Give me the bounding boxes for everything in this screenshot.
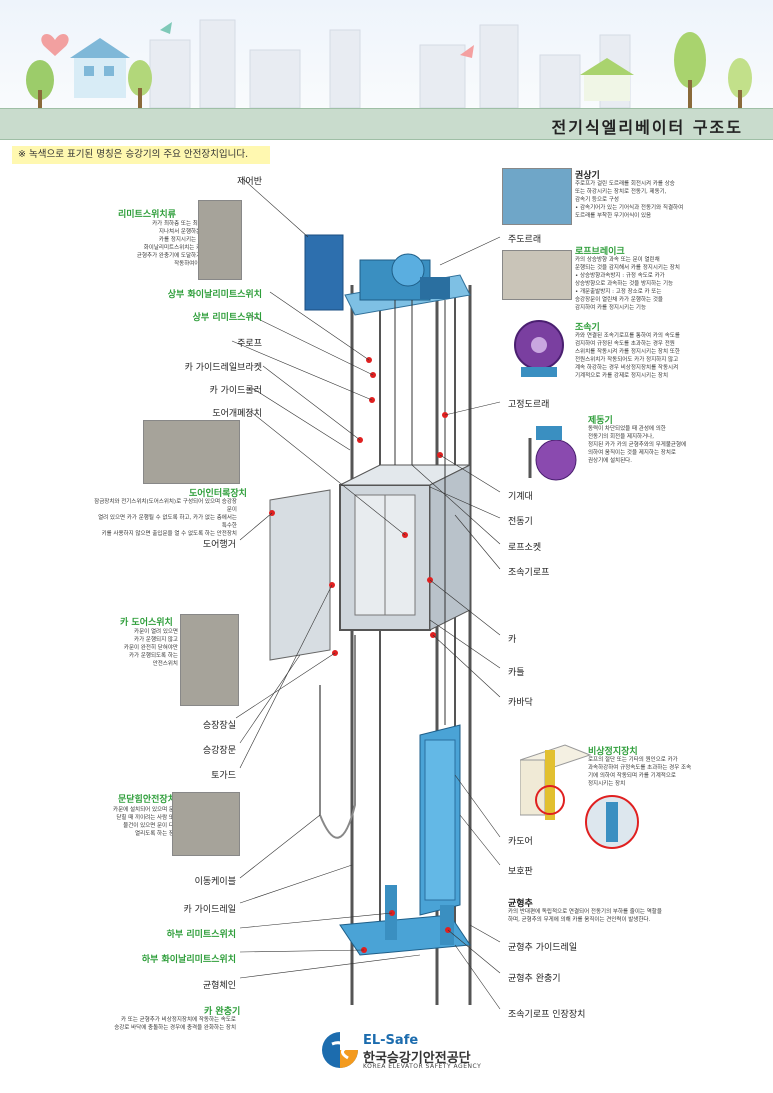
callout-brake-title: 제동기 xyxy=(588,416,613,426)
title-bar: 전기식엘리베이터 구조도 xyxy=(0,108,773,140)
agency-korean-name: 한국승강기안전공단 xyxy=(363,1051,471,1066)
label-top-limit: 상부 리미트스위치 xyxy=(192,313,262,323)
callout-counterweight-title: 균형추 xyxy=(508,899,533,909)
governor-icon xyxy=(514,320,564,377)
agency-short-name: EL-Safe xyxy=(363,1033,419,1048)
label-compensating-chain: 균형체인 xyxy=(202,981,236,991)
heart-icon xyxy=(41,33,69,56)
photo-door-safety xyxy=(172,792,240,856)
label-governor-rope: 조속기로프 xyxy=(508,568,550,578)
photo-hoist xyxy=(502,168,572,225)
label-counterweight-buffer: 균형추 완충기 xyxy=(508,974,561,984)
label-protective-panel: 보호판 xyxy=(508,867,533,877)
photo-car-door-switch xyxy=(180,614,239,706)
label-door-hanger: 도어행거 xyxy=(202,540,236,550)
label-main-pulley: 주도르래 xyxy=(508,235,542,245)
paper-plane-icon xyxy=(160,22,172,34)
traveling-cable xyxy=(319,635,356,839)
label-fixed-pulley: 고정도르래 xyxy=(508,400,550,410)
label-car-guide-roller: 카 가이드롤러 xyxy=(209,386,262,396)
label-car: 카 xyxy=(508,635,517,645)
label-car-guide-bracket: 카 가이드레일브라켓 xyxy=(184,363,262,373)
emergency-stop-illustration xyxy=(520,744,639,849)
banner-illustration xyxy=(0,0,773,108)
pit-buffers xyxy=(339,885,471,956)
photo-rope-brake xyxy=(502,250,572,300)
label-door-operator: 도어개폐장치 xyxy=(212,409,262,419)
callout-car-buffer-title: 카 완충기 xyxy=(204,1007,241,1017)
photo-door-interlock xyxy=(143,420,240,484)
label-control-panel: 제어반 xyxy=(237,177,262,187)
label-counterweight-rail: 균형추 가이드레일 xyxy=(508,943,578,953)
house-icon xyxy=(70,38,634,101)
label-main-rope: 주로프 xyxy=(237,339,262,349)
callout-door-interlock-title: 도어인터록장치 xyxy=(189,489,247,499)
tree-icon xyxy=(26,32,752,108)
callout-limit-switch-title: 리미트스위치류 xyxy=(118,210,176,220)
callout-door-safety-title: 문닫힘안전장치 xyxy=(118,795,176,805)
label-top-final-limit: 상부 화이날리미트스위치 xyxy=(167,290,262,300)
notice-banner: ※ 녹색으로 표기된 명칭은 승강기의 주요 안전장치입니다. xyxy=(12,146,270,164)
agency-english-name: KOREA ELEVATOR SAFETY AGENCY xyxy=(363,1063,482,1070)
label-bottom-final-limit: 하부 화이날리미트스위치 xyxy=(141,955,236,965)
agency-logo-icon xyxy=(322,1032,358,1068)
label-landing-sill: 승장장실 xyxy=(202,721,236,731)
label-car-guide-rail: 카 가이드레일 xyxy=(183,905,236,915)
label-rope-socket: 로프소켓 xyxy=(508,543,542,553)
banner-art xyxy=(26,19,752,108)
paper-plane-icon xyxy=(460,45,474,58)
label-motor: 전동기 xyxy=(508,517,533,527)
label-car-frame: 카틀 xyxy=(508,668,525,678)
label-bottom-limit: 하부 리미트스위치 xyxy=(166,930,236,940)
counterweight xyxy=(419,724,461,916)
label-traveling-cable: 이동케이블 xyxy=(194,877,236,887)
callout-emergency-stop-title: 비상정지장치 xyxy=(588,747,638,757)
label-machine-base: 기계대 xyxy=(508,492,533,502)
callout-rope-brake-title: 로프브레이크 xyxy=(575,247,625,257)
page-title: 전기식엘리베이터 구조도 xyxy=(551,118,743,137)
callout-hoist-title: 권상기 xyxy=(575,171,600,181)
landing-door xyxy=(269,489,331,661)
label-toe-guard: 토가드 xyxy=(211,771,236,781)
label-landing-door: 승강장문 xyxy=(202,746,236,756)
callout-car-door-switch-title: 카 도어스위치 xyxy=(120,618,173,628)
callout-governor-title: 조속기 xyxy=(575,323,600,333)
elevator-diagram xyxy=(231,177,501,1010)
hoist-machine xyxy=(344,253,471,316)
label-car-door: 카도어 xyxy=(508,837,533,847)
photo-limit-switch xyxy=(198,200,242,280)
elevator-car xyxy=(339,464,471,631)
label-governor-tension: 조속기로프 인장장치 xyxy=(508,1010,586,1020)
control-panel xyxy=(304,234,344,311)
brake-icon xyxy=(528,426,577,481)
label-car-floor: 카바닥 xyxy=(508,698,533,708)
